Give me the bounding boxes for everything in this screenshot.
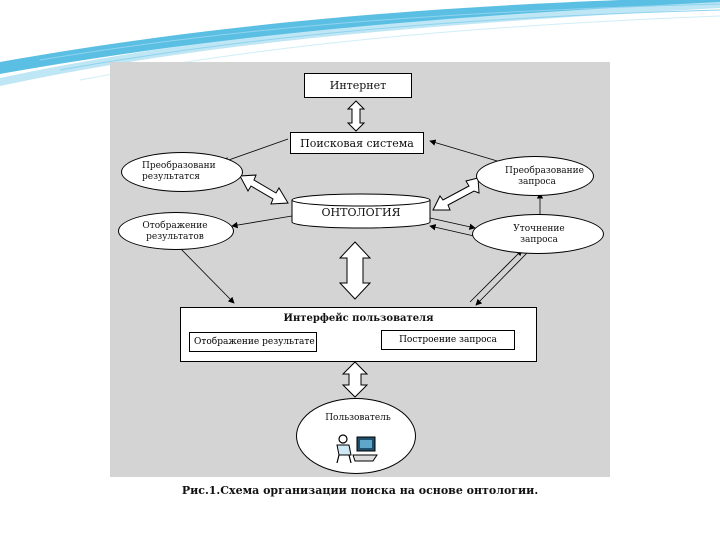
ui-results-display-label: Отображение результате <box>194 337 315 347</box>
ontology-cylinder: ОНТОЛОГИЯ <box>291 193 431 229</box>
query-transform-label: Преобразование запроса <box>505 166 584 187</box>
user-ellipse: Пользователь <box>296 398 416 474</box>
results-display-ellipse: Отображение результатов <box>118 212 234 250</box>
ontology-label: ОНТОЛОГИЯ <box>322 206 401 219</box>
query-transform-ellipse: Преобразование запроса <box>476 156 594 196</box>
results-transform-ellipse: Преобразовани результатся <box>121 152 243 192</box>
search-system-box: Поисковая система <box>290 132 424 154</box>
ui-query-build-label: Построение запроса <box>399 335 497 345</box>
search-system-label: Поисковая система <box>300 136 414 150</box>
internet-label: Интернет <box>329 79 387 92</box>
user-interface-label: Интерфейс пользователя <box>283 313 434 324</box>
figure-caption: Рис.1.Схема организации поиска на основе… <box>181 484 539 497</box>
person-at-computer-icon <box>336 434 378 464</box>
ui-query-build-box: Построение запроса <box>381 330 515 350</box>
internet-box: Интернет <box>304 73 412 98</box>
user-label: Пользователь <box>325 413 391 423</box>
ui-results-display-box: Отображение результате <box>189 332 317 352</box>
user-interface-box: Интерфейс пользователя Отображение резул… <box>180 307 537 362</box>
query-refine-label: Уточнение запроса <box>513 224 565 245</box>
decorative-wave-header <box>0 0 720 86</box>
query-refine-ellipse: Уточнение запроса <box>472 214 604 254</box>
results-display-label: Отображение результатов <box>142 221 208 242</box>
results-transform-label: Преобразовани результатся <box>142 161 216 182</box>
